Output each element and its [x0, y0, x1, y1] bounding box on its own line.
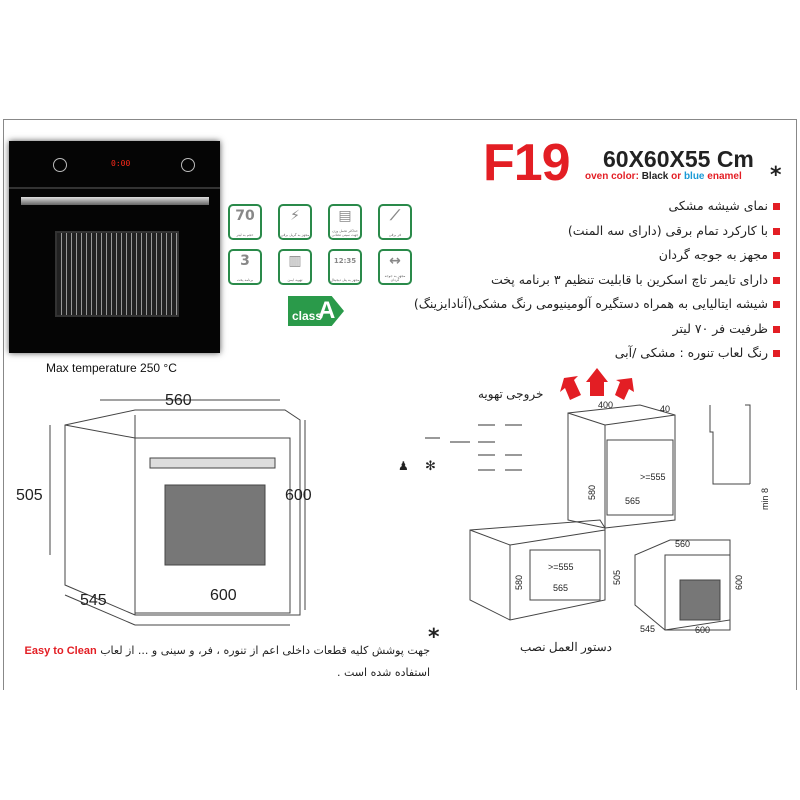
electric-grill-icon: ⚡مجهز به گریل برقی	[278, 204, 312, 240]
feature-item: رنگ لعاب تنوره : مشکی /آبی	[414, 343, 780, 368]
oven-display: 0:00	[111, 159, 131, 168]
knob-right-icon	[181, 158, 195, 172]
oven-color: oven color: Black or blue enamel	[585, 171, 742, 182]
feature-item: نمای شیشه مشکی	[414, 196, 780, 221]
small-height: 600	[734, 575, 744, 590]
feature-item: شیشه ایتالیایی به همراه دستگیره آلومینیو…	[414, 294, 780, 319]
dimension-drawing: 560 505 600 545 600	[16, 392, 312, 626]
max-weight-icon: ▤حداکثر تحمل وزن جهت سینی تحتانی	[328, 204, 362, 240]
small-bottom: 600	[695, 625, 710, 635]
dim-width: 560	[165, 392, 192, 409]
product-dimensions: 60X60X55 Cm	[603, 146, 754, 172]
installation-title: دستور العمل نصب	[520, 640, 612, 654]
feature-item: مجهز به جوجه گردان	[414, 245, 780, 270]
dim-depth: 545	[80, 592, 107, 609]
oven-photo: 0:00	[9, 141, 220, 353]
vent-arrows-icon	[560, 368, 634, 400]
oven-handle	[21, 197, 209, 205]
vent-label: خروجی تهویه	[478, 387, 543, 401]
asterisk: *	[770, 163, 782, 188]
under-width: 565	[553, 583, 568, 593]
small-depth: 545	[640, 624, 655, 634]
under-depth: >=555	[548, 562, 574, 572]
control-panel: 0:00	[9, 141, 220, 189]
feature-list: نمای شیشه مشکی با کارکرد تمام برقی (دارا…	[414, 196, 780, 368]
small-front: 505	[612, 570, 622, 585]
tall-width: 565	[625, 496, 640, 506]
technical-drawings: 560 505 600 545 600 خروجی تهویه 400 40 >…	[16, 368, 770, 654]
knob-left-icon	[53, 158, 67, 172]
feature-item: ظرفیت فر ۷۰ لیتر	[414, 319, 780, 344]
min-gap: min 8	[760, 488, 770, 510]
lamp-icon: ♟	[398, 459, 409, 473]
small-width: 560	[675, 539, 690, 549]
ventilation-icon: ▥تهویه ایمن	[278, 249, 312, 285]
feature-item: دارای تایمر تاچ اسکرین با قابلیت تنظیم ۳…	[414, 270, 780, 295]
rotisserie-icon: ↔مجهز به جوجه گردان	[378, 249, 412, 285]
top-width: 400	[598, 400, 613, 410]
dim-front-height: 505	[16, 487, 43, 504]
tall-depth: >=555	[640, 472, 666, 482]
easy-clean-note: جهت پوشش کلیه قطعات داخلی اعم از تنوره ،…	[24, 644, 430, 679]
max-temperature: Max temperature 250 °C	[46, 361, 177, 375]
feature-item: با کارکرد تمام برقی (دارای سه المنت)	[414, 221, 780, 246]
function-symbols-icon	[425, 424, 522, 471]
oven-window	[55, 231, 179, 317]
under-height: 580	[514, 575, 524, 590]
tall-height: 580	[587, 485, 597, 500]
fan-icon: ✻	[425, 458, 436, 473]
electric-oven-icon: ⟋فر برقی	[378, 204, 412, 240]
page-frame	[3, 119, 797, 690]
model-name: F19	[483, 134, 571, 192]
installation-drawing: خروجی تهویه 400 40 >=555 565 580 >=555 5…	[398, 368, 770, 654]
note-asterisk: *	[428, 625, 440, 650]
top-gap: 40	[660, 404, 670, 414]
dim-bottom-width: 600	[210, 587, 237, 604]
dim-height: 600	[285, 487, 312, 504]
